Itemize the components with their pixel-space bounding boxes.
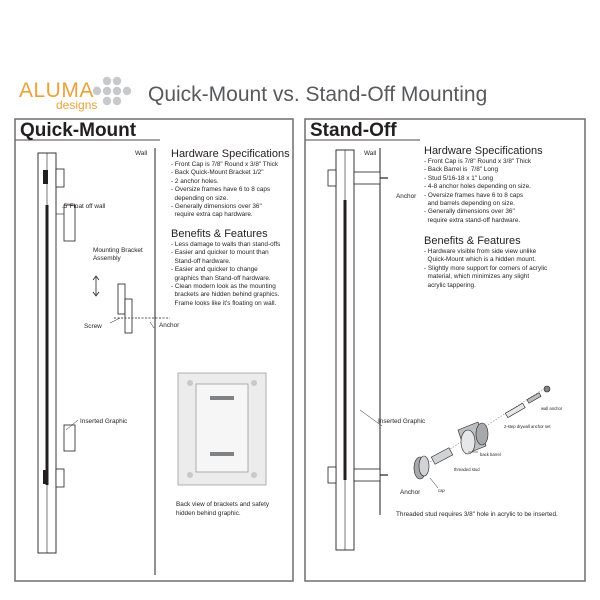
list-item: - Back Barrel is 7/8" Long — [424, 166, 499, 174]
so-benefits-list: - Hardware visible from side view unlike… — [424, 248, 547, 290]
qm-arrow-icon — [92, 275, 100, 297]
list-item: - Generally dimensions over 36" — [424, 208, 515, 216]
logo-word: ALUMA — [19, 79, 94, 102]
list-item: require extra stand-off hardware. — [424, 216, 521, 224]
leader-lines — [65, 317, 478, 489]
so-label-back-barrel: back barrel — [480, 452, 501, 457]
list-item: - Oversize frames have 6 to 8 caps — [171, 186, 271, 194]
so-label-anchor-top: Anchor — [396, 193, 417, 200]
so-hardware-list: - Front Cap is 7/8" Round x 3/8" Thick -… — [424, 158, 531, 225]
logo-subtitle: designs — [56, 98, 98, 112]
qm-label-inserted-graphic: Inserted Graphic — [80, 418, 128, 425]
quick-mount-panel — [14, 118, 294, 582]
list-item: - Easier and quicker to mount than — [171, 249, 269, 257]
list-item: - 2 anchor holes. — [171, 177, 219, 185]
qm-hardware-heading: Hardware Specifications — [171, 148, 290, 160]
page-title: Quick-Mount vs. Stand-Off Mounting — [148, 83, 488, 106]
so-hardware-heading: Hardware Specifications — [424, 145, 543, 157]
list-item: - Easier and quicker to change — [171, 266, 258, 274]
qm-label-bracket-line1: Mounting Bracket — [93, 247, 143, 254]
list-item: require extra cap hardware. — [171, 211, 253, 219]
qm-benefits-heading: Benefits & Features — [171, 228, 268, 240]
so-label-anchor-bottom: Anchor — [400, 489, 421, 496]
so-label-wall-anchor: wall anchor — [541, 406, 563, 411]
so-label-cap: cap — [438, 488, 445, 493]
list-item: - Slightly more support for corners of a… — [424, 264, 548, 272]
qm-label-float: .5"Float off wall — [62, 203, 106, 210]
so-acrylic-frame — [327, 149, 388, 551]
list-item: - Generally dimensions over 36" — [171, 203, 262, 211]
list-item: and barrels depending on size. — [424, 200, 515, 208]
list-item: brackets are hidden behind graphics. — [171, 291, 280, 299]
list-item: acrylic tappering. — [424, 281, 476, 289]
qm-caption-line2: hidden behind graphic. — [176, 510, 241, 517]
qm-label-bracket-line2: Assembly — [93, 255, 121, 262]
list-item: - Less damage to walls than stand-offs — [171, 241, 281, 248]
so-exploded-hardware — [413, 385, 551, 480]
list-item: material, which minimizes any slight — [424, 273, 530, 281]
list-item: - Clean modern look as the mounting — [171, 283, 276, 291]
qm-caption-line1: Back view of brackets and safety — [176, 501, 270, 508]
list-item: - Oversize frames have 6 to 8 caps — [424, 191, 524, 199]
list-item: Stand-off hardware. — [171, 257, 231, 265]
list-item: - Back Quick-Mount Bracket 1/2" — [171, 169, 264, 177]
qm-back-view-illustration — [177, 372, 267, 486]
qm-label-screw: Screw — [84, 323, 102, 330]
so-label-threaded-stud: threaded stud — [454, 467, 480, 472]
qm-acrylic-frame — [37, 152, 76, 554]
stand-off-title: Stand-Off — [310, 120, 397, 141]
logo-dots-icon — [92, 76, 132, 106]
list-item: Quick-Mount which is a hidden mount. — [424, 256, 536, 264]
qm-mounting-bracket — [114, 283, 170, 334]
list-item: - Front Cap is 7/8" Round x 3/8" Thick — [424, 158, 532, 165]
qm-hardware-list: - Front Cap is 7/8" Round x 3/8" Thick -… — [171, 161, 278, 220]
list-item: graphics than Stand-off hardware. — [171, 274, 271, 282]
so-note: Threaded stud requires 3/8" hole in acry… — [396, 511, 558, 518]
list-item: Frame looks like it's floating on wall. — [171, 299, 277, 307]
list-item: - Front Cap is 7/8" Round x 3/8" Thick — [171, 161, 279, 168]
qm-label-anchor: Anchor — [159, 322, 180, 329]
quick-mount-title: Quick-Mount — [20, 120, 137, 141]
list-item: - Hardware visible from side view unlike — [424, 248, 537, 255]
so-label-drywall-anchor: 2-step drywall anchor set — [504, 424, 551, 429]
qm-benefits-list: - Less damage to walls than stand-offs -… — [171, 241, 280, 308]
so-label-wall: Wall — [364, 150, 377, 157]
qm-label-wall: Wall — [135, 150, 148, 157]
list-item: - 4-8 anchor holes depending on size. — [424, 183, 531, 191]
so-label-inserted-graphic: Inserted Graphic — [378, 418, 426, 425]
list-item: - Stud 5/16-18 x 1" Long — [424, 174, 494, 182]
so-benefits-heading: Benefits & Features — [424, 235, 521, 247]
list-item: depending on size. — [171, 194, 229, 202]
